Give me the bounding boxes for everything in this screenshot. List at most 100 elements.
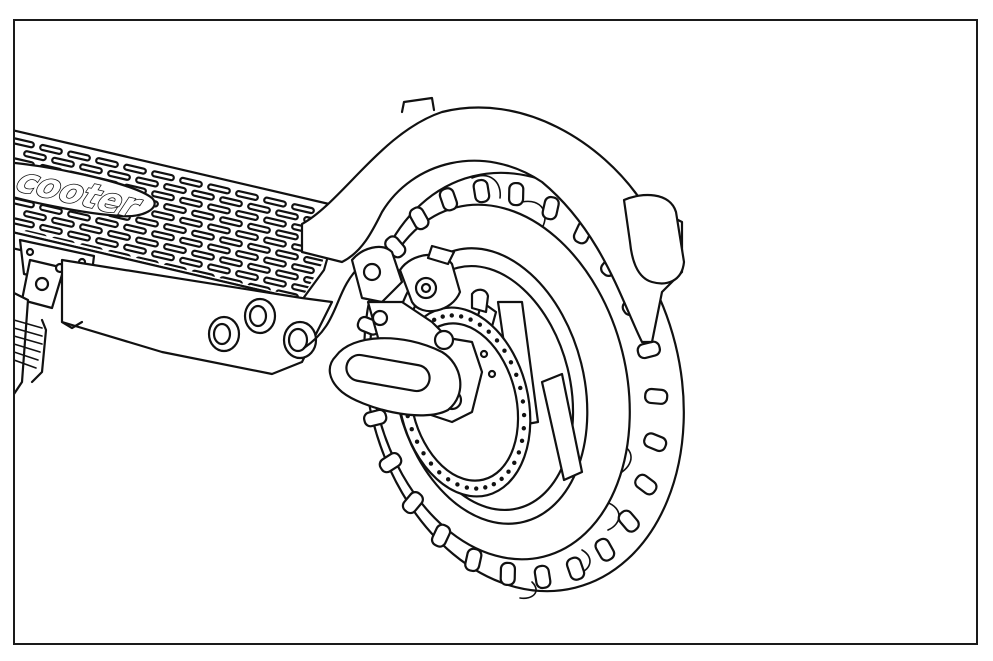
disc-vent-dot: [477, 322, 483, 327]
honeycomb-hole: [594, 537, 616, 562]
grip-slot: [275, 229, 299, 241]
disc-vent-dot: [468, 317, 473, 322]
grip-slot: [163, 183, 187, 195]
disc-vent-dot: [428, 461, 434, 466]
disc-vent-dot: [445, 477, 451, 482]
grip-slot: [151, 250, 175, 262]
grip-slot: [207, 203, 231, 215]
grip-slot: [219, 236, 243, 248]
frame-bolt-2: [243, 297, 277, 335]
grip-slot: [95, 157, 119, 169]
grip-slot: [15, 137, 35, 149]
grip-slot: [163, 243, 187, 255]
honeycomb-hole: [499, 561, 517, 587]
honeycomb-hole: [378, 451, 403, 474]
rear-frame: [60, 253, 474, 376]
grip-slot: [219, 196, 243, 208]
figure-frame: cooter: [13, 19, 978, 645]
grip-slot: [235, 269, 259, 282]
honeycomb-hole: [644, 387, 669, 405]
grip-slot: [67, 230, 91, 242]
disc-vent-dot: [414, 439, 420, 444]
axle-cover: [328, 337, 462, 417]
disc-vent-dot: [499, 476, 504, 482]
grip-slot: [235, 229, 259, 242]
grip-slot: [79, 223, 103, 235]
honeycomb-hole: [362, 408, 388, 428]
grip-slot: [123, 223, 147, 235]
grip-slot: [247, 222, 271, 234]
disc-vent-dot: [431, 317, 437, 323]
honeycomb-hole: [464, 547, 483, 573]
honeycomb-hole: [634, 473, 658, 496]
disc-vent-dot: [464, 485, 470, 490]
disc-vent-dot: [421, 451, 426, 456]
grip-slot: [263, 196, 287, 208]
grip-slot: [163, 223, 187, 235]
grip-slot: [207, 243, 231, 255]
grip-slot: [191, 229, 215, 241]
grip-slot: [247, 202, 271, 214]
grip-slot: [219, 216, 243, 228]
grip-slot: [207, 263, 231, 275]
grip-slot: [67, 150, 91, 162]
disc-vent-dot: [519, 438, 525, 444]
disc-vent-dot: [518, 385, 523, 391]
grip-slot: [151, 170, 175, 182]
disc-vent-dot: [455, 482, 460, 487]
grip-slot: [67, 210, 91, 222]
disc-vent-dot: [521, 412, 527, 418]
grip-slot: [235, 189, 259, 202]
grip-slot: [23, 150, 47, 162]
grip-slot: [39, 223, 63, 235]
grip-slot: [179, 176, 203, 188]
disc-vent-dot: [474, 486, 479, 491]
disc-vent-dot: [514, 372, 519, 377]
grip-slot: [107, 169, 131, 181]
frame-bolt-1: [207, 315, 241, 353]
grip-slot: [151, 190, 175, 202]
honeycomb-hole: [507, 181, 525, 207]
mudguard: [300, 96, 686, 344]
honeycomb-hole: [643, 432, 668, 453]
grip-slot: [179, 216, 203, 228]
grip-slot: [123, 163, 147, 175]
grip-slot: [135, 236, 159, 248]
disc-vent-dot: [483, 485, 488, 490]
honeycomb-hole: [430, 523, 452, 548]
honeycomb-hole: [565, 556, 586, 581]
disc-vent-dot: [521, 426, 527, 431]
grip-slot: [235, 249, 259, 262]
honeycomb-hole: [541, 195, 560, 221]
disc-vent-dot: [520, 399, 526, 404]
disc-vent-dot: [502, 348, 507, 353]
honeycomb-hole: [617, 509, 640, 533]
grip-slot: [191, 189, 215, 201]
disc-vent-dot: [512, 460, 517, 466]
grip-slot: [163, 203, 187, 215]
grip-slot: [263, 216, 287, 228]
disc-vent-dot: [449, 313, 454, 318]
grip-slot: [123, 243, 147, 255]
grip-slot: [275, 209, 299, 221]
disc-vent-dot: [437, 470, 442, 475]
grip-slot: [95, 237, 119, 249]
scooter-deck: cooter: [15, 129, 344, 316]
disc-vent-dot: [409, 427, 414, 432]
grip-slot: [263, 256, 287, 268]
disc-vent-dot: [440, 314, 445, 319]
grip-slot: [135, 216, 159, 228]
grip-slot: [95, 217, 119, 229]
disc-vent-dot: [516, 450, 522, 455]
scooter-rear-wheel-illustration: cooter: [15, 96, 686, 600]
grip-slot: [207, 183, 231, 195]
grip-slot: [191, 249, 215, 261]
honeycomb-hole: [472, 178, 491, 204]
grip-slot: [219, 256, 243, 268]
grip-slot: [151, 210, 175, 222]
grip-slot: [79, 163, 103, 175]
disc-vent-dot: [494, 338, 500, 343]
grip-slot: [331, 262, 337, 274]
grip-slot: [235, 209, 259, 222]
kickstand: [15, 238, 96, 395]
